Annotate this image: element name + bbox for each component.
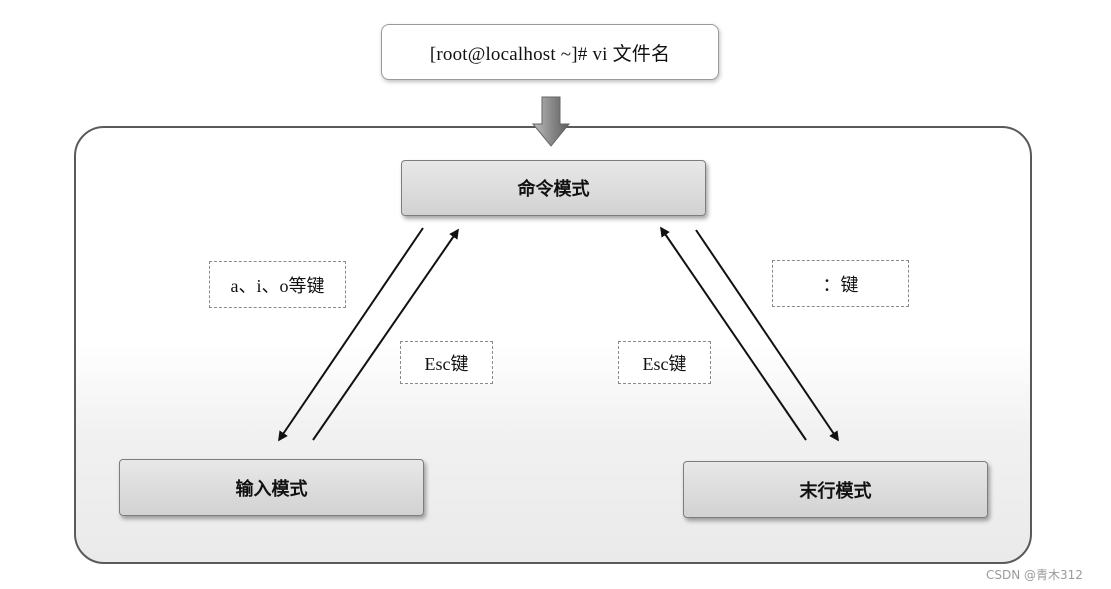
- down-block-arrow: [531, 96, 571, 147]
- last-line-mode-box: 末行模式: [683, 461, 988, 518]
- command-mode-box: 命令模式: [401, 160, 706, 216]
- watermark: CSDN @青木312: [986, 568, 1083, 582]
- arrow-lastline-to-command: [660, 226, 807, 441]
- insert-mode-box: 输入模式: [119, 459, 424, 516]
- esc-key-label-left: Esc键: [400, 341, 493, 384]
- insert-keys-label: a、i、o等键: [209, 261, 346, 308]
- vi-command-box: [root@localhost ~]# vi 文件名: [381, 24, 719, 80]
- arrow-insert-to-command: [312, 228, 459, 441]
- esc-key-label-right: Esc键: [618, 341, 711, 384]
- arrow-command-to-insert: [278, 227, 424, 442]
- arrow-command-to-lastline: [695, 229, 839, 442]
- colon-key-label: ：键: [772, 260, 909, 307]
